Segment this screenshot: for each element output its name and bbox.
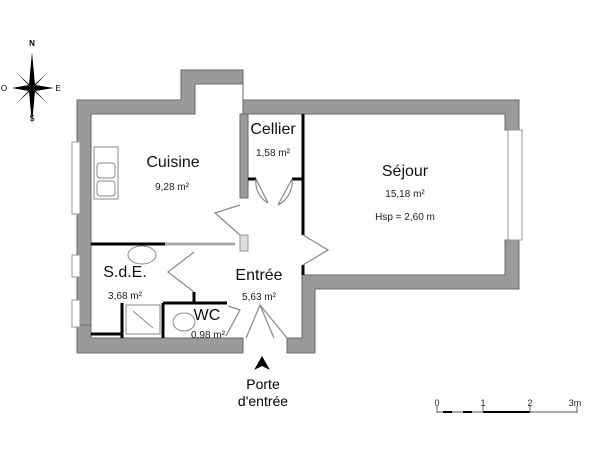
room-area-sejour: 15,18 m² bbox=[385, 189, 425, 200]
window bbox=[507, 129, 523, 241]
entrance-label-line2: d'entrée bbox=[238, 393, 288, 409]
partitions bbox=[91, 114, 305, 338]
compass-east: E bbox=[55, 84, 60, 93]
compass-north: N bbox=[29, 39, 35, 48]
entrance-arrow-icon bbox=[254, 356, 270, 370]
room-name-sejour: Séjour bbox=[382, 163, 429, 180]
room-name-entree: Entrée bbox=[235, 267, 282, 284]
room-area-sde: 3,68 m² bbox=[108, 291, 143, 302]
compass-west: O bbox=[1, 84, 7, 93]
compass-rose-icon bbox=[12, 52, 54, 124]
washbasin-icon bbox=[127, 245, 157, 265]
window bbox=[71, 254, 81, 278]
kitchen-sink-icon bbox=[93, 146, 119, 200]
scale-tick-0: 0 bbox=[434, 398, 439, 408]
pillar bbox=[239, 234, 249, 252]
scale-bar bbox=[436, 406, 578, 413]
doors[interactable] bbox=[167, 178, 330, 339]
window bbox=[71, 299, 81, 328]
compass-south: S bbox=[29, 114, 34, 123]
scale-tick-1: 1 bbox=[480, 398, 485, 408]
scale-tick-3: 3m bbox=[569, 398, 582, 408]
room-name-cellier: Cellier bbox=[250, 121, 296, 138]
room-name-sde: S.d.E. bbox=[103, 264, 147, 281]
room-area-cellier: 1,58 m² bbox=[256, 148, 291, 159]
room-height-sejour: Hsp = 2,60 m bbox=[375, 212, 435, 223]
scale-tick-2: 2 bbox=[527, 398, 532, 408]
room-area-entree: 5,63 m² bbox=[242, 292, 277, 303]
room-name-wc: WC bbox=[194, 307, 221, 324]
room-area-wc: 0,98 m² bbox=[191, 330, 226, 341]
outer-walls bbox=[76, 69, 520, 354]
window bbox=[71, 141, 81, 215]
toilet-icon bbox=[172, 312, 196, 332]
room-area-cuisine: 9,28 m² bbox=[155, 182, 190, 193]
shower-icon bbox=[125, 304, 161, 335]
entrance-label-line1: Porte bbox=[246, 376, 280, 392]
room-name-cuisine: Cuisine bbox=[146, 154, 199, 171]
